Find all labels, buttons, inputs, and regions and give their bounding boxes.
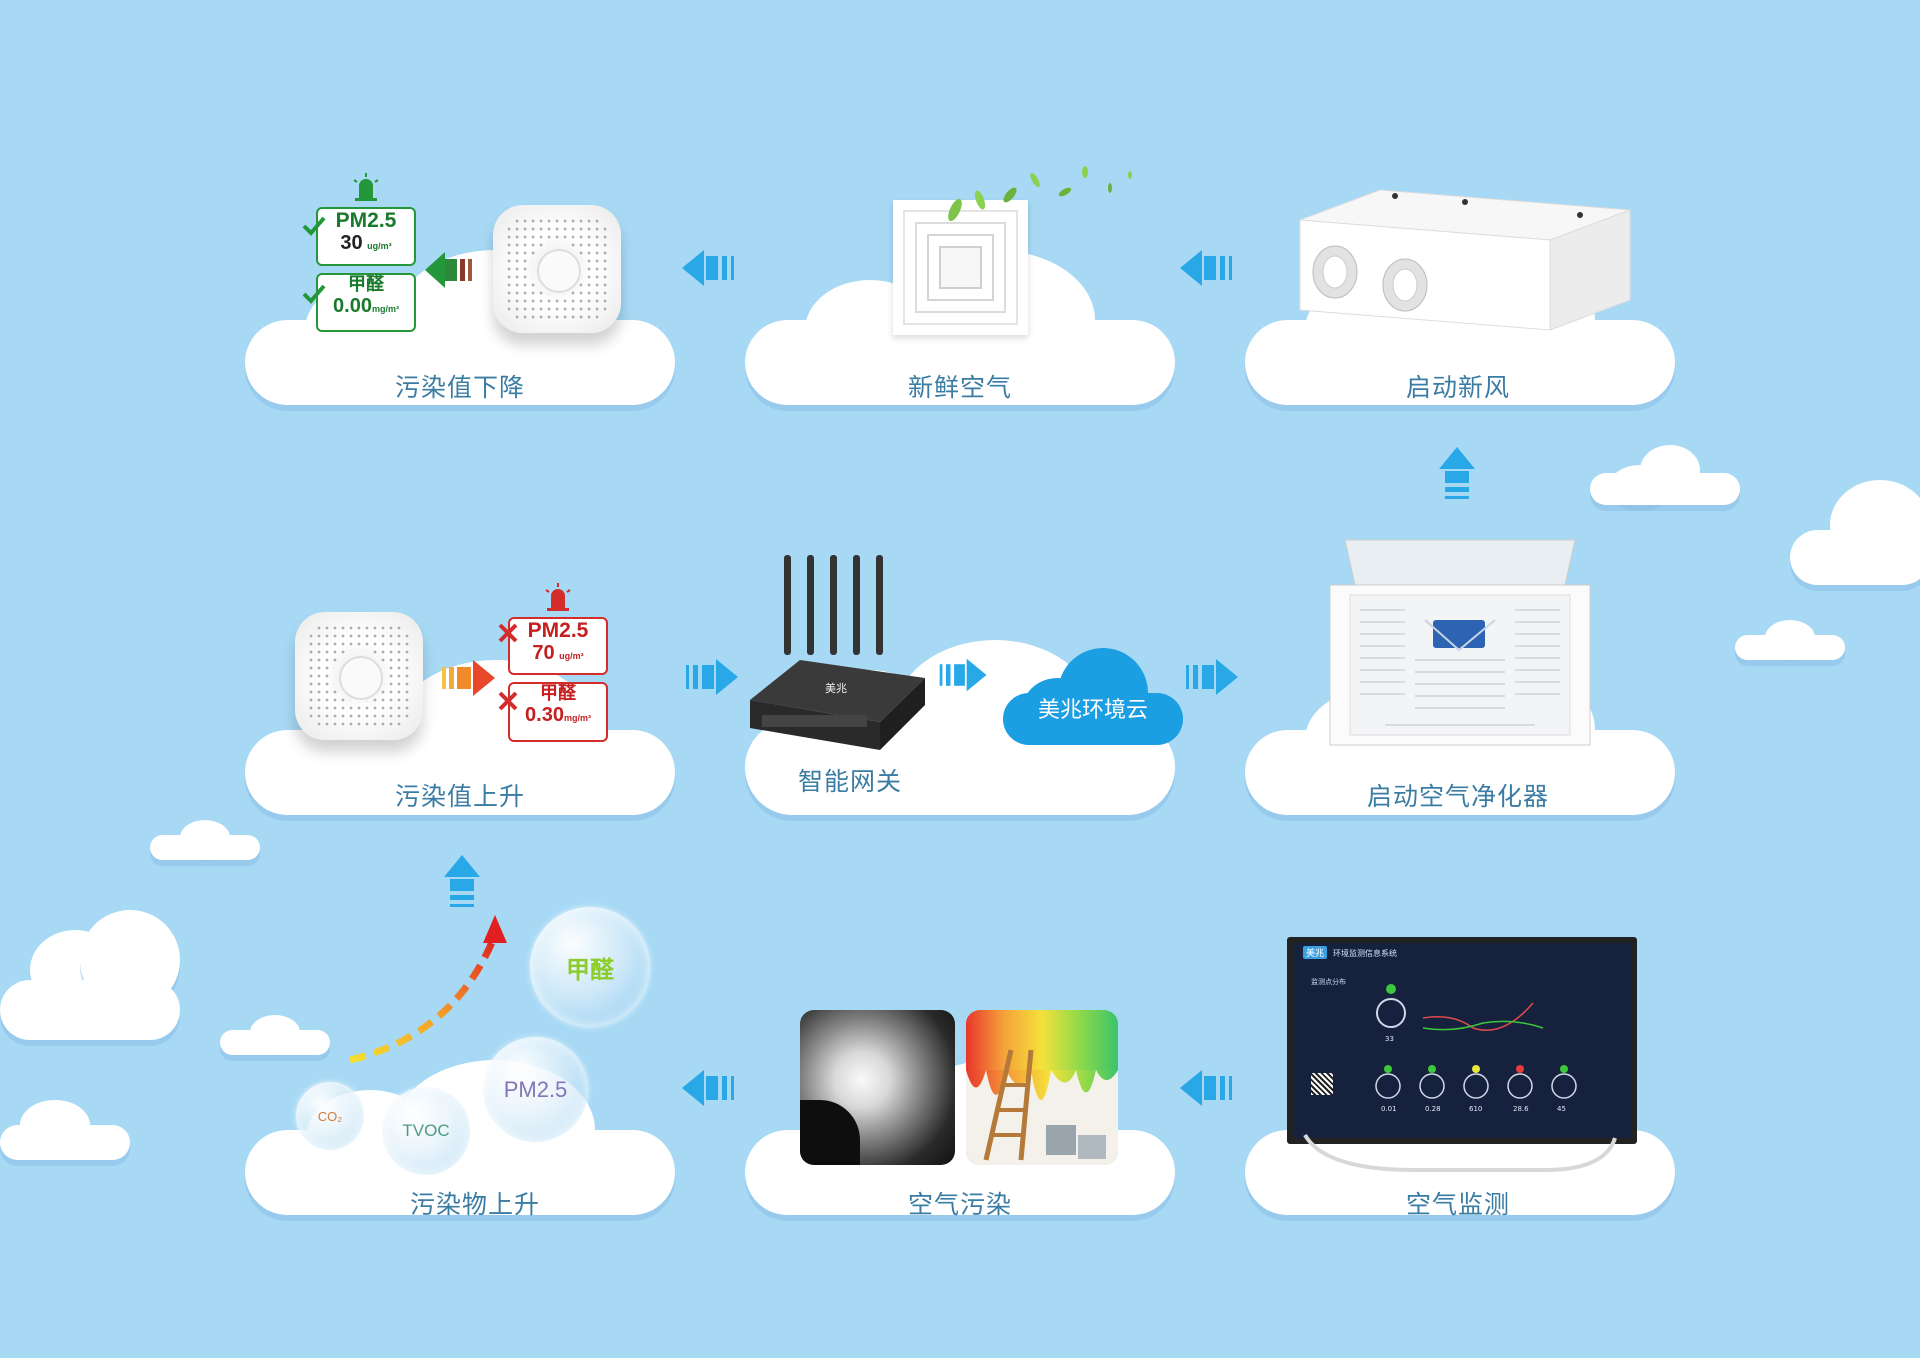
hcho-bad-card: 甲醛 0.30mg/m³ xyxy=(508,682,608,742)
co2-bubble: CO₂ xyxy=(296,1082,364,1150)
arrow-right-icon xyxy=(686,659,738,695)
label-pollution-up: 污染值上升 xyxy=(394,782,525,811)
air-sensor-device xyxy=(295,612,423,740)
screen-value: 610 xyxy=(1469,1105,1483,1113)
arrow-up-icon xyxy=(444,855,480,907)
pm25-value: 30 ug/m³ xyxy=(340,232,392,255)
label-gateway: 智能网关 xyxy=(797,767,902,796)
bg-cloud xyxy=(1590,445,1740,505)
arrow-left-icon xyxy=(1180,250,1232,286)
arrow-right-icon xyxy=(939,658,987,692)
label-pollutants-rise: 污染物上升 xyxy=(409,1190,540,1219)
router-brand: 美兆 xyxy=(825,682,847,695)
screen-value: 0.28 xyxy=(1425,1105,1441,1113)
hcho-good-card: 甲醛 0.00mg/m³ xyxy=(316,273,416,332)
monitor-stand xyxy=(1303,1133,1617,1172)
check-icon xyxy=(302,216,326,236)
hcho-value: 0.00mg/m³ xyxy=(333,294,399,317)
pm25-bad-card: PM2.5 70 ug/m³ xyxy=(508,617,608,675)
rising-arrow-icon xyxy=(349,915,507,1064)
pm25-label: PM2.5 xyxy=(527,619,589,642)
hcho-label: 甲醛 xyxy=(540,683,576,703)
bg-cloud xyxy=(220,1015,330,1055)
arrow-right-icon xyxy=(1186,659,1238,695)
orange-right-arrow-icon xyxy=(442,660,495,696)
arrow-left-icon xyxy=(1180,1070,1232,1106)
air-vent-device xyxy=(893,200,1028,335)
bg-cloud xyxy=(150,820,260,860)
pm25-good-card: PM2.5 30 ug/m³ xyxy=(316,207,416,266)
label-start-purifier: 启动空气净化器 xyxy=(1366,782,1549,811)
green-left-arrow-icon xyxy=(425,252,472,288)
cloud-service-label: 美兆环境云 xyxy=(1037,698,1148,723)
bg-cloud xyxy=(0,910,180,1050)
check-icon xyxy=(302,284,326,304)
fresh-air-unit-device xyxy=(1299,189,1631,331)
air-sensor-device xyxy=(493,205,621,333)
leaf-icon xyxy=(948,166,1132,222)
hcho-bubble: 甲醛 xyxy=(530,907,650,1027)
cross-icon xyxy=(498,623,518,643)
screen-section: 监测点分布 xyxy=(1311,978,1346,986)
hcho-value: 0.30mg/m³ xyxy=(525,703,591,726)
pm25-label: PM2.5 xyxy=(335,209,397,232)
screen-value: 0.01 xyxy=(1381,1105,1397,1113)
arrow-up-icon xyxy=(1439,447,1475,499)
label-fresh-air: 新鲜空气 xyxy=(907,373,1012,402)
arrow-left-icon xyxy=(682,250,734,286)
label-air-pollution: 空气污染 xyxy=(907,1190,1012,1219)
green-alarm-icon xyxy=(353,173,379,201)
label-air-monitoring: 空气监测 xyxy=(1405,1190,1510,1219)
bg-cloud xyxy=(1735,620,1845,660)
cloud-service-icon: 美兆环境云 xyxy=(1003,648,1183,748)
screen-value: 45 xyxy=(1557,1105,1566,1113)
tvoc-bubble: TVOC xyxy=(382,1087,470,1175)
label-pollution-down: 污染值下降 xyxy=(394,373,525,402)
bg-cloud xyxy=(0,1100,130,1160)
arrow-left-icon xyxy=(682,1070,734,1106)
screen-value: 33 xyxy=(1385,1035,1394,1043)
screen-brand: 美兆 xyxy=(1303,946,1328,959)
smoke-photo xyxy=(800,1010,955,1165)
paint-photo xyxy=(966,1010,1118,1165)
cross-icon xyxy=(498,691,518,711)
hcho-label: 甲醛 xyxy=(348,274,384,294)
red-alarm-icon xyxy=(545,583,571,611)
air-purifier-device xyxy=(1329,539,1591,746)
screen-title: 环境监测信息系统 xyxy=(1333,949,1397,958)
monitoring-screen: 环境监测信息系统 美兆 监测点分布 0.01 0.28 610 28.6 45 … xyxy=(1287,937,1637,1144)
pm25-bubble: PM2.5 xyxy=(483,1037,588,1142)
router-device: 美兆 xyxy=(750,555,925,750)
screen-value: 28.6 xyxy=(1513,1105,1529,1113)
bg-cloud xyxy=(1790,480,1920,590)
pm25-value: 70 ug/m³ xyxy=(532,642,584,665)
label-start-fresh-wind: 启动新风 xyxy=(1405,373,1510,402)
